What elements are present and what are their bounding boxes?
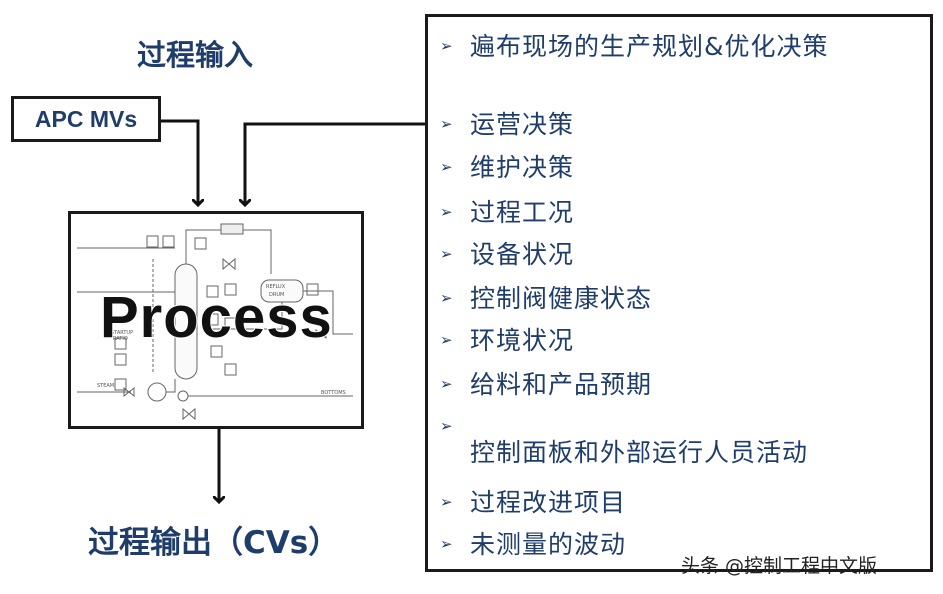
bullet-arrow-icon: ➢ <box>440 245 453 263</box>
bullet-arrow-icon: ➢ <box>440 289 453 307</box>
steam-label: STEAM <box>97 383 114 389</box>
process-label: Process <box>99 284 333 351</box>
bullet-arrow-icon: ➢ <box>440 158 453 176</box>
factor-item-label: 维护决策 <box>470 153 575 182</box>
svg-text:DRUM: DRUM <box>269 292 284 298</box>
bullet-arrow-icon: ➢ <box>440 493 453 511</box>
bullet-arrow-icon: ➢ <box>440 375 453 393</box>
bullet-arrow-icon: ➢ <box>440 417 453 435</box>
process-input-heading: 过程输入 <box>137 38 254 72</box>
reflux-drum-label: REFLUX <box>266 284 286 290</box>
factor-item-label: 过程工况 <box>470 198 575 227</box>
apc-to-process-arrow <box>161 119 198 205</box>
apc-mvs-label: APC MVs <box>34 105 138 132</box>
factor-item-label: 未测量的波动 <box>470 530 627 559</box>
bullet-arrow-icon: ➢ <box>440 203 453 221</box>
factor-item-label: 遍布现场的生产规划&优化决策 <box>470 32 829 61</box>
watermark: 头条 @控制工程中文版 <box>681 555 878 577</box>
bullet-arrow-icon: ➢ <box>440 115 453 133</box>
factor-item-label: 运营决策 <box>470 110 575 139</box>
factors-to-process-arrow <box>245 122 425 205</box>
bullet-arrow-icon: ➢ <box>440 331 453 349</box>
apc-mvs-box: APC MVs <box>11 96 161 142</box>
factors-panel: ➢ 遍布现场的生产规划&优化决策 ➢ 运营决策 ➢ 维护决策 ➢ 过程工况 ➢ 设备状况 ➢ 控制阀健… <box>425 14 933 572</box>
bullet-arrow-icon: ➢ <box>440 37 453 55</box>
factor-item-label: 给料和产品预期 <box>470 370 653 399</box>
distillation-schematic-icon: REFLUX DRUM STARTUP RATIO BOTTOMS STEAM <box>77 223 353 421</box>
bottoms-label: BOTTOMS <box>321 390 346 396</box>
factor-item-label: 设备状况 <box>470 240 575 269</box>
process-box: REFLUX DRUM STARTUP RATIO BOTTOMS STEAM <box>68 211 364 429</box>
svg-text:RATIO: RATIO <box>113 336 128 342</box>
factor-item-label: 控制阀健康状态 <box>470 284 653 313</box>
factor-item-label: 控制面板和外部运行人员活动 <box>470 438 809 467</box>
startup-ratio-label: STARTUP <box>111 330 133 336</box>
factor-item-label: 过程改进项目 <box>470 488 627 517</box>
bullet-arrow-icon: ➢ <box>440 535 453 553</box>
factor-item-label: 环境状况 <box>470 326 575 355</box>
process-output-heading: 过程输出（CVs） <box>88 525 340 561</box>
